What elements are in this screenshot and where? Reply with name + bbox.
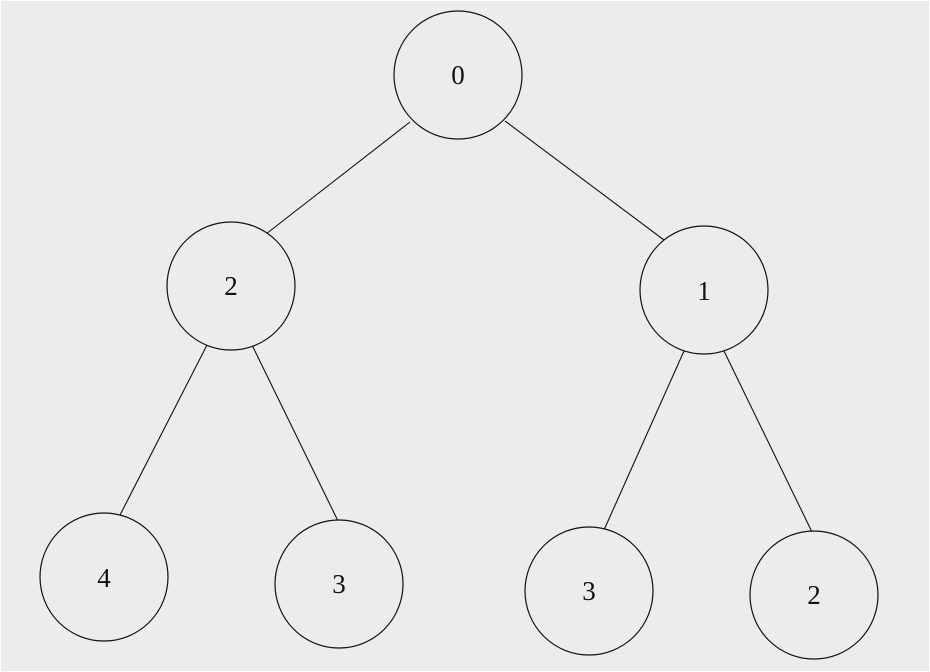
edge-right-to-right-right bbox=[723, 350, 813, 533]
node-label: 3 bbox=[332, 569, 346, 599]
node-label: 3 bbox=[582, 576, 596, 606]
node-label: 2 bbox=[224, 271, 238, 301]
tree-node-left: 2 bbox=[166, 221, 296, 351]
node-circle bbox=[639, 225, 769, 355]
node-circle bbox=[524, 526, 654, 656]
tree-node-left-right: 3 bbox=[274, 519, 404, 649]
tree-node-right: 1 bbox=[639, 225, 769, 355]
edge-root-to-left bbox=[265, 121, 411, 235]
node-label: 2 bbox=[807, 580, 821, 610]
tree-node-right-right: 2 bbox=[749, 530, 879, 660]
node-circle bbox=[393, 10, 523, 140]
node-circle bbox=[749, 530, 879, 660]
edge-root-to-right bbox=[504, 120, 665, 241]
tree-node-right-left: 3 bbox=[524, 526, 654, 656]
edge-right-to-right-left bbox=[603, 350, 685, 531]
edge-left-to-left-right bbox=[251, 344, 339, 522]
tree-node-left-left: 4 bbox=[39, 512, 169, 642]
node-circle bbox=[39, 512, 169, 642]
node-label: 0 bbox=[451, 60, 465, 90]
node-label: 1 bbox=[697, 276, 711, 306]
node-circle bbox=[274, 519, 404, 649]
tree-node-root: 0 bbox=[393, 10, 523, 140]
node-circle bbox=[166, 221, 296, 351]
node-label: 4 bbox=[97, 563, 111, 593]
edge-left-to-left-left bbox=[118, 344, 208, 518]
